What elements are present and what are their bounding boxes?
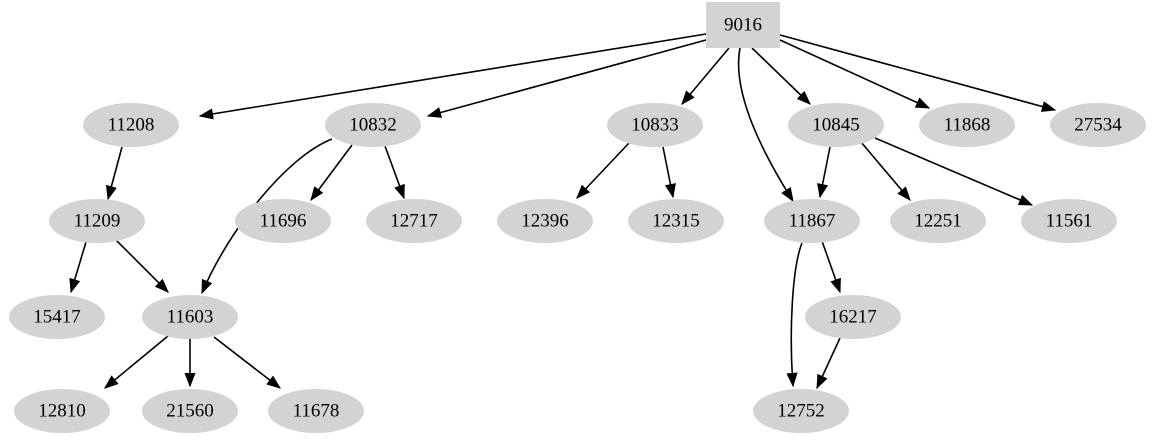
node-ellipse[interactable] [1050,103,1146,147]
graph-edge [115,239,169,293]
graph-node[interactable]: 12752 [753,389,849,433]
nodes-layer: 9016 11208 10832 10833 10845 11868 27534 11209 1… [9,2,1146,433]
graph-node[interactable]: 9016 [706,2,780,48]
graph-node[interactable]: 12315 [628,199,724,243]
node-ellipse[interactable] [753,389,849,433]
graph-node[interactable]: 11208 [83,103,179,147]
graph-edge [821,240,841,294]
graph-edge [198,33,707,120]
node-ellipse[interactable] [14,389,110,433]
graph-node[interactable]: 16217 [805,295,901,339]
graph-edge [817,146,831,199]
graph-edge [201,138,333,295]
graph-node[interactable]: 27534 [1050,103,1146,147]
node-ellipse[interactable] [764,199,860,243]
graph-edge [681,47,730,105]
graph-node[interactable]: 15417 [9,295,105,339]
graph-edge [874,137,1034,206]
node-ellipse[interactable] [788,103,884,147]
graph-edge [426,39,707,118]
node-ellipse[interactable] [49,199,145,243]
graph-edge [106,146,123,201]
graph-edge [816,337,841,390]
graph-node[interactable]: 11867 [764,199,860,243]
node-rect[interactable] [706,2,780,48]
node-ellipse[interactable] [325,103,421,147]
graph-edge [737,47,794,203]
graph-node[interactable]: 12717 [366,199,462,243]
graph-node[interactable]: 10832 [325,103,421,147]
graph-node[interactable]: 10845 [788,103,884,147]
graph-node[interactable]: 11696 [235,199,331,243]
graph-edge [751,47,811,105]
graph-node[interactable]: 11678 [268,389,364,433]
node-ellipse[interactable] [805,295,901,339]
node-ellipse[interactable] [607,103,703,147]
node-ellipse[interactable] [366,199,462,243]
graph-edge [779,39,931,109]
graph-edge [69,241,87,294]
graph-node[interactable]: 12396 [497,199,593,243]
graph-node[interactable]: 11603 [142,295,238,339]
graph-edge [779,34,1057,112]
node-ellipse[interactable] [9,295,105,339]
graph-edge [310,144,353,202]
node-ellipse[interactable] [890,199,986,243]
graph-node[interactable]: 12810 [14,389,110,433]
graph-edge [104,335,169,389]
node-ellipse[interactable] [142,389,238,433]
graph-edge [786,242,803,388]
graph-edge [662,146,676,199]
node-ellipse[interactable] [235,199,331,243]
node-ellipse[interactable] [497,199,593,243]
node-ellipse[interactable] [83,103,179,147]
node-ellipse[interactable] [919,103,1015,147]
graph-edge [384,145,405,200]
node-ellipse[interactable] [268,389,364,433]
graph-node[interactable]: 21560 [142,389,238,433]
graph-node[interactable]: 11561 [1021,199,1117,243]
graph-node[interactable]: 10833 [607,103,703,147]
graph-edge [860,141,911,201]
graph-node[interactable]: 11209 [49,199,145,243]
edges-layer [69,33,1057,390]
node-ellipse[interactable] [1021,199,1117,243]
node-ellipse[interactable] [142,295,238,339]
node-ellipse[interactable] [628,199,724,243]
graph-edge [213,336,282,389]
graph-node[interactable]: 12251 [890,199,986,243]
graph-node[interactable]: 11868 [919,103,1015,147]
graph-edge [576,142,630,199]
